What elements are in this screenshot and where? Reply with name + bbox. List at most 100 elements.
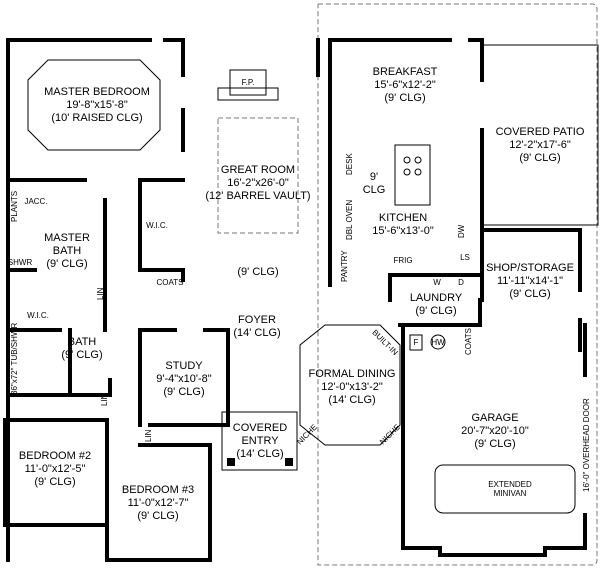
- room-ceiling: (9' CLG): [163, 386, 205, 398]
- barrel-vault-outline: [217, 117, 299, 234]
- room-formal-dining: FORMAL DINING 12'-0"x13'-2" (14' CLG): [309, 368, 396, 407]
- room-name: LAUNDRY: [409, 292, 463, 304]
- minivan-label: EXTENDED MINIVAN: [488, 480, 532, 498]
- room-ceiling: (14' CLG): [328, 394, 376, 406]
- room-ceiling: (14' CLG): [236, 448, 284, 460]
- linen-label: LIN: [96, 287, 105, 300]
- room-ceiling: (9' CLG): [519, 152, 561, 164]
- room-name: BATH: [67, 336, 97, 348]
- linen-label-2: LIN: [100, 393, 109, 406]
- room-covered-entry: COVERED ENTRY (14' CLG): [233, 422, 287, 461]
- shower-label: SHWR: [7, 258, 33, 267]
- room-dims: 15'-6"x13'-0": [372, 225, 434, 237]
- room-study: STUDY 9'-4"x10'-8" (9' CLG): [156, 360, 211, 399]
- room-ceiling: (14' CLG): [233, 327, 281, 339]
- wall-kitchen-left: [316, 38, 484, 287]
- cooktop-burner: [403, 156, 411, 164]
- double-oven-label: DBL OVEN: [345, 199, 354, 240]
- room-name: STUDY: [165, 360, 203, 372]
- furnace: [409, 334, 423, 351]
- room-name: BEDROOM #2: [18, 450, 92, 462]
- room-bedroom-2: BEDROOM #2 11'-0"x12'-5" (9' CLG): [19, 450, 91, 489]
- room-bath: BATH (9' CLG): [61, 336, 102, 362]
- dishwasher-label: DW: [457, 224, 466, 238]
- wall-master-bath: [6, 178, 112, 397]
- plants-label: PLANTS: [10, 190, 19, 222]
- room-ceiling: (9' CLG): [474, 438, 516, 450]
- room-ceiling: (10' RAISED CLG): [51, 112, 143, 124]
- room-ceiling: (9' CLG): [34, 476, 76, 488]
- water-heater: [430, 334, 446, 350]
- room-master-bath: MASTER BATH (9' CLG): [44, 232, 90, 271]
- wic-label: W.I.C.: [146, 221, 168, 230]
- room-name-2: BATH: [52, 245, 82, 257]
- room-ceiling: (9' CLG): [509, 288, 551, 300]
- room-bedroom-3: BEDROOM #3 11'-0"x12'-7" (9' CLG): [122, 484, 194, 523]
- room-name: GARAGE: [471, 412, 519, 424]
- room-name: FORMAL DINING: [308, 368, 396, 380]
- cooktop-burner: [414, 156, 422, 164]
- lazy-susan-label: LS: [460, 253, 470, 262]
- room-ceiling: (9' CLG): [46, 258, 88, 270]
- overhead-door-label: 16'-0" OVERHEAD DOOR: [582, 398, 591, 492]
- fireplace-label: F.P.: [241, 78, 255, 87]
- room-dims: 20'-7"x20'-10": [461, 425, 529, 437]
- room-ceiling: (12' BARREL VAULT): [205, 190, 311, 202]
- room-dims: 11'-0"x12'-5": [24, 463, 86, 475]
- entry-column: [285, 458, 293, 466]
- raised-ceiling-outline: [27, 59, 161, 151]
- room-name: BREAKFAST: [372, 66, 438, 78]
- room-name: GREAT ROOM: [220, 164, 296, 176]
- room-ceiling: (9' CLG): [61, 349, 103, 361]
- room-name-2: ENTRY: [241, 435, 279, 447]
- kitchen-island: [394, 144, 431, 206]
- wall-study: [138, 328, 230, 427]
- wall-laundry: [388, 273, 482, 327]
- room-dims: 12'-2"x17'-6": [509, 139, 571, 151]
- kitchen-ceiling: 9' CLG: [363, 171, 386, 197]
- room-ceiling: (9' CLG): [415, 305, 457, 317]
- minivan-label-line-2: MINIVAN: [493, 489, 527, 498]
- desk-label: DESK: [345, 153, 354, 175]
- coats-label: COATS: [156, 278, 184, 287]
- room-dims: 19'-8"x15'-8": [66, 99, 128, 111]
- room-laundry: LAUNDRY (9' CLG): [410, 292, 462, 318]
- wall-bedroom-2: [3, 418, 109, 527]
- room-name: BEDROOM #3: [121, 484, 195, 496]
- kitchen-ceiling-height: 9': [369, 171, 379, 183]
- entry-column: [227, 458, 235, 466]
- room-name: COVERED: [232, 422, 288, 434]
- room-kitchen: KITCHEN 15'-6"x13'-0": [372, 212, 434, 238]
- cooktop-burner: [403, 168, 411, 176]
- room-dims: 11'-0"x12'-7": [127, 497, 189, 509]
- room-name: FOYER: [238, 314, 276, 326]
- fridge-label: FRIG: [393, 256, 413, 265]
- linen-label-3: LIN: [144, 429, 153, 442]
- covered-patio-outline: [482, 44, 599, 226]
- room-ceiling: (9' CLG): [384, 92, 426, 104]
- room-dims: 12'-0"x13'-2": [321, 381, 383, 393]
- minivan-label-line-1: EXTENDED: [488, 480, 532, 489]
- room-shop-storage: SHOP/STORAGE 11'-11"x14'-1" (9' CLG): [486, 262, 574, 301]
- kitchen-ceiling-label: CLG: [362, 184, 386, 196]
- covered-entry-outline: [221, 411, 298, 471]
- water-heater-label: HW: [431, 338, 445, 347]
- room-foyer: FOYER (14' CLG): [233, 314, 280, 340]
- pantry-label: PANTRY: [340, 250, 349, 282]
- room-master-bedroom: MASTER BEDROOM 19'-8"x15'-8" (10' RAISED…: [44, 86, 150, 125]
- garage-coats-label: COATS: [464, 328, 473, 355]
- room-name: KITCHEN: [378, 212, 428, 224]
- room-dims: 11'-11"x14'-1": [496, 275, 564, 287]
- cooktop-burner: [414, 168, 422, 176]
- jacuzzi-label: JACC.: [24, 197, 48, 206]
- fireplace: [229, 69, 267, 96]
- wall-shop: [480, 228, 582, 352]
- wall-great-room-left: [138, 178, 185, 282]
- room-name: MASTER: [44, 232, 90, 244]
- room-ceiling: (9' CLG): [137, 510, 179, 522]
- room-name: SHOP/STORAGE: [486, 262, 574, 274]
- wall-bedroom-3: [105, 443, 212, 562]
- furnace-label: F: [413, 338, 419, 347]
- room-dims: 15'-6"x12'-2": [374, 79, 436, 91]
